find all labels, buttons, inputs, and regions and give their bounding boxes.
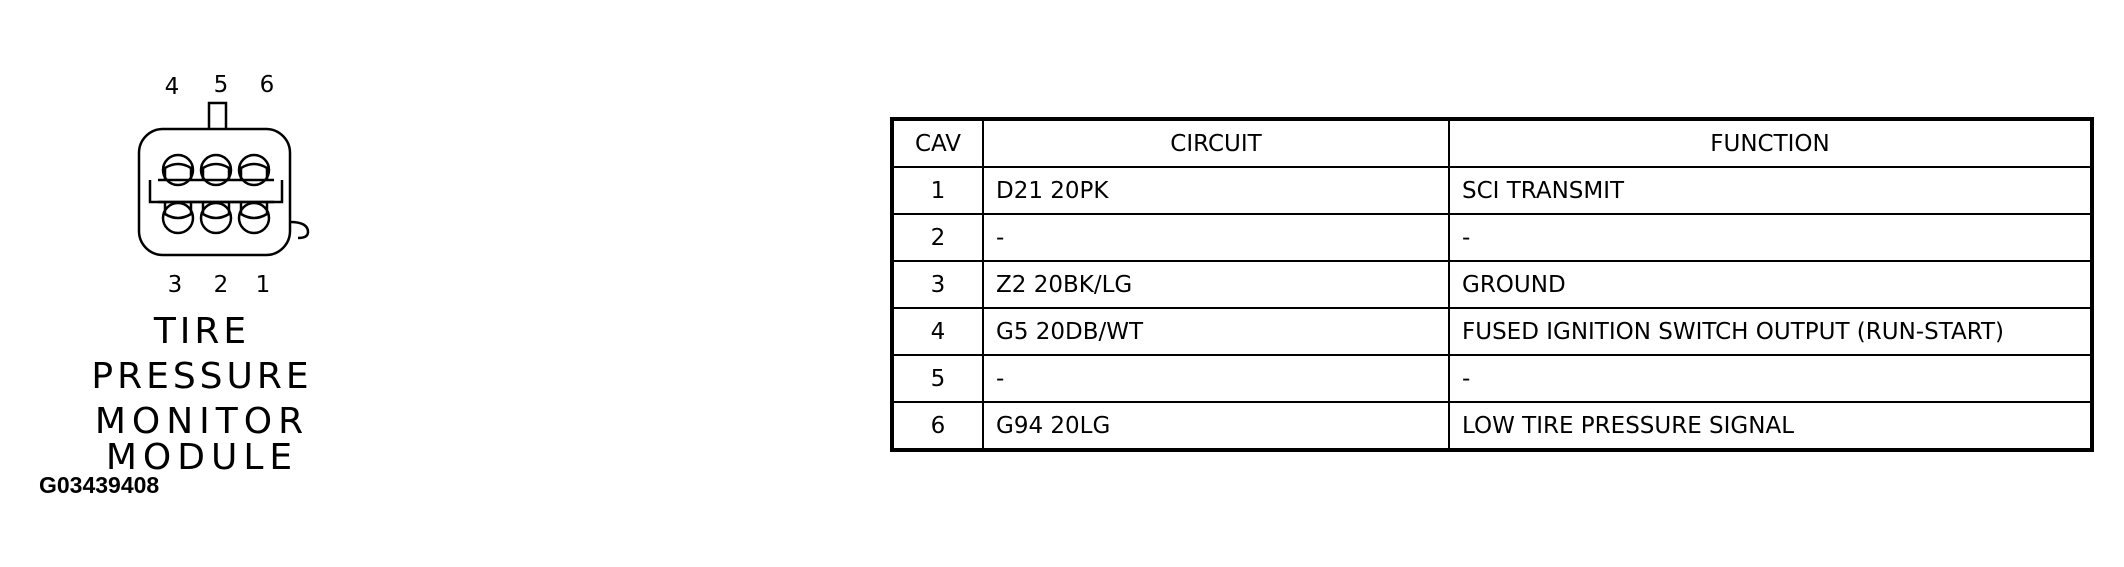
- pin-number: 5: [213, 72, 229, 98]
- pinout-table: CAV CIRCUIT FUNCTION 1 D21 20PK SCI TRAN…: [890, 117, 2094, 452]
- table-row: 4 G5 20DB/WT FUSED IGNITION SWITCH OUTPU…: [891, 307, 2093, 356]
- cell-function: -: [1448, 354, 2093, 403]
- cavity-bottom-row: [161, 201, 271, 235]
- cell-circuit: -: [982, 354, 1450, 403]
- header-circuit: CIRCUIT: [982, 118, 1450, 168]
- pin-number: 3: [167, 272, 183, 298]
- connector-diagram: [137, 101, 310, 257]
- cavity-top-row: [161, 153, 271, 187]
- table-header-row: CAV CIRCUIT FUNCTION: [891, 118, 2093, 168]
- cell-circuit: Z2 20BK/LG: [982, 260, 1450, 309]
- module-label-line-1: TIRE: [153, 311, 251, 352]
- cell-cav: 1: [891, 166, 984, 215]
- table-row: 3 Z2 20BK/LG GROUND: [891, 260, 2093, 309]
- header-cav: CAV: [891, 118, 984, 168]
- header-function: FUNCTION: [1448, 118, 2093, 168]
- table-row: 1 D21 20PK SCI TRANSMIT: [891, 166, 2093, 215]
- figure-id: G03439408: [39, 472, 160, 498]
- table-row: 5 - -: [891, 354, 2093, 403]
- cell-function: -: [1448, 213, 2093, 262]
- pin-number: 1: [255, 272, 271, 298]
- cell-circuit: G94 20LG: [982, 401, 1450, 451]
- cell-circuit: -: [982, 213, 1450, 262]
- cell-cav: 2: [891, 213, 984, 262]
- cell-cav: 6: [891, 401, 984, 451]
- pin-number: 2: [213, 272, 229, 298]
- cell-cav: 3: [891, 260, 984, 309]
- pin-number: 6: [259, 72, 275, 98]
- module-label-line-2: PRESSURE: [91, 356, 313, 397]
- cell-function: LOW TIRE PRESSURE SIGNAL: [1448, 401, 2093, 451]
- pin-number: 4: [164, 74, 180, 100]
- cell-function: FUSED IGNITION SWITCH OUTPUT (RUN-START): [1448, 307, 2093, 356]
- cell-function: GROUND: [1448, 260, 2093, 309]
- table-row: 2 - -: [891, 213, 2093, 262]
- cell-circuit: D21 20PK: [982, 166, 1450, 215]
- module-label-line-3: MONITOR MODULE: [94, 401, 310, 478]
- table-row: 6 G94 20LG LOW TIRE PRESSURE SIGNAL: [891, 401, 2093, 451]
- cell-function: SCI TRANSMIT: [1448, 166, 2093, 215]
- cell-cav: 4: [891, 307, 984, 356]
- cell-circuit: G5 20DB/WT: [982, 307, 1450, 356]
- cell-cav: 5: [891, 354, 984, 403]
